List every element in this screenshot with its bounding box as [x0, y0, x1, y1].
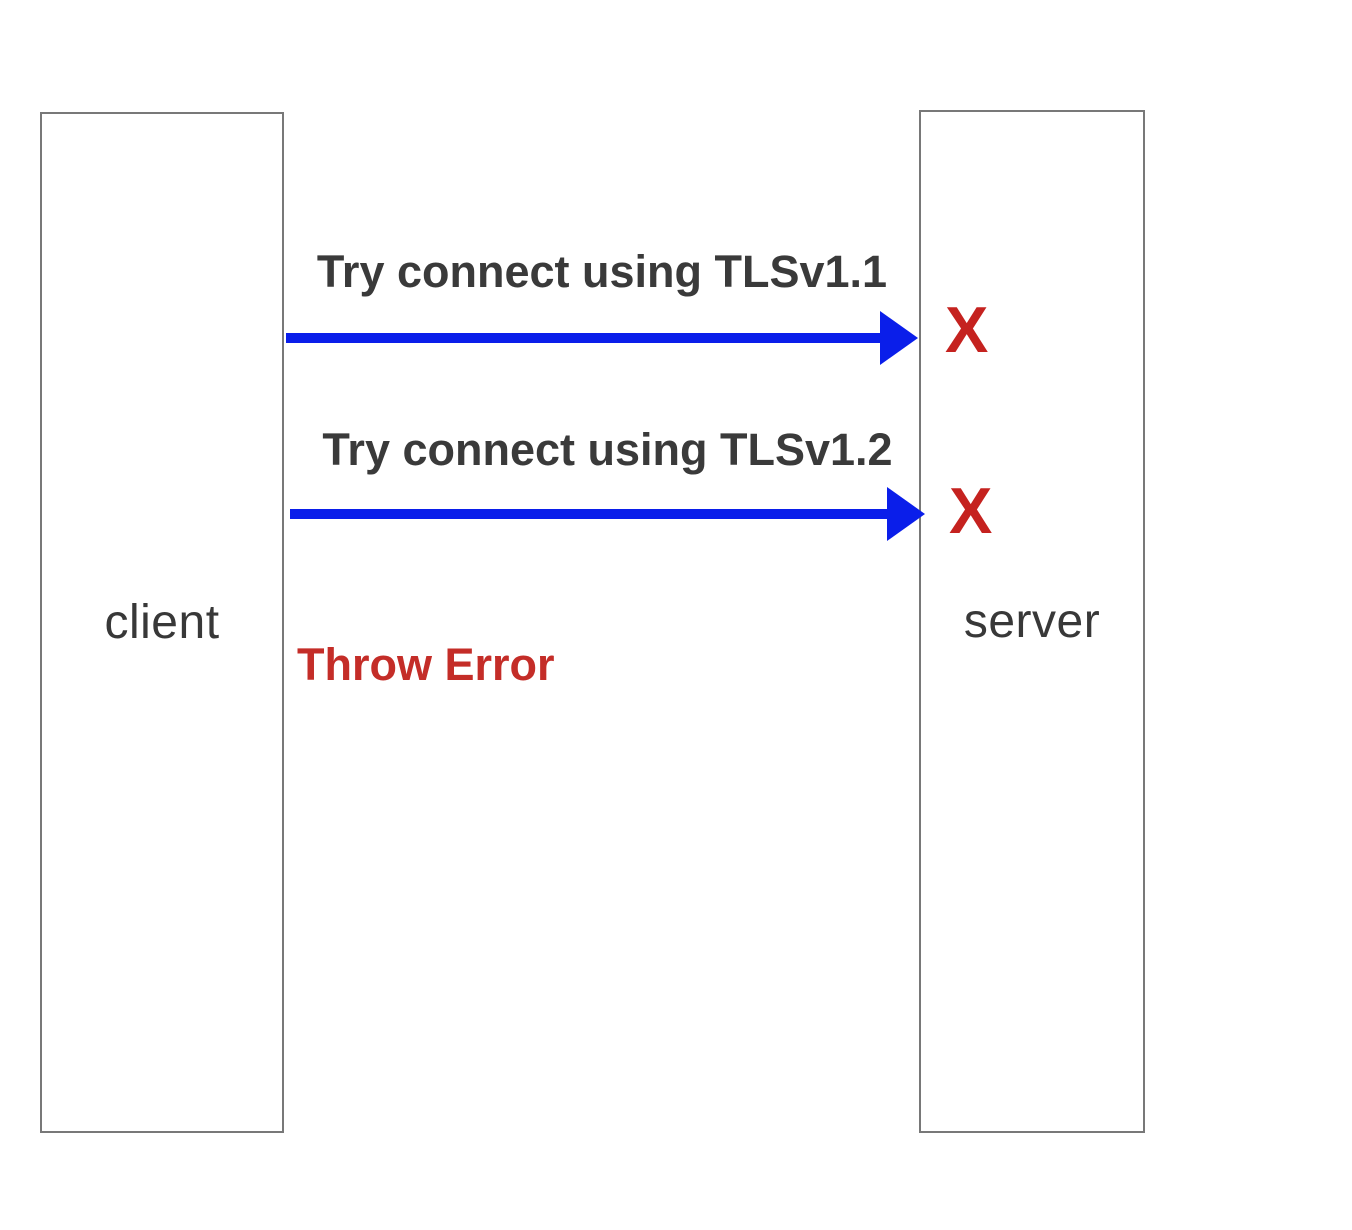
throw-error-text: Throw Error: [297, 639, 555, 690]
server-label: server: [963, 595, 1101, 648]
client-label: client: [104, 596, 220, 649]
rejection-x-icon: X: [949, 474, 993, 547]
rejection-x-icon: X: [945, 293, 989, 366]
arrow-right-icon: [887, 486, 925, 541]
message-1-label: Try connect using TLSv1.1: [316, 246, 888, 297]
server-lifeline-box: server: [919, 110, 1145, 1133]
arrow-right-icon: [880, 310, 918, 365]
message-2-arrow: [290, 486, 925, 541]
arrow-line: [290, 508, 887, 519]
message-1-arrow: [286, 310, 918, 365]
client-lifeline-box: client: [40, 112, 284, 1133]
message-2-label: Try connect using TLSv1.2: [322, 424, 893, 475]
arrow-line: [286, 332, 880, 343]
